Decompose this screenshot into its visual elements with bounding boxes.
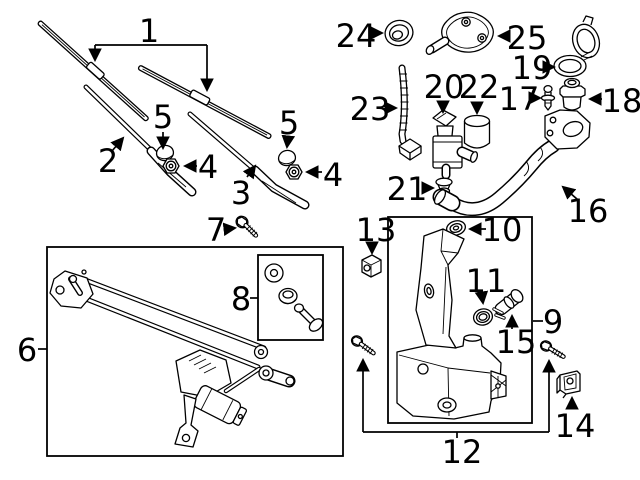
callout-4-right: 4 xyxy=(323,156,343,194)
callout-9: 9 xyxy=(543,303,563,341)
callout-19: 19 xyxy=(512,49,553,87)
part-7-bolt xyxy=(235,215,259,238)
callout-21: 21 xyxy=(387,170,428,208)
callout-13: 13 xyxy=(356,211,397,249)
callout-4-left: 4 xyxy=(198,148,218,186)
part-25-washer-nozzle xyxy=(425,11,494,55)
part-5-cap-right xyxy=(277,149,297,167)
part-1-wiper-blade-upper xyxy=(37,20,149,122)
callout-2: 2 xyxy=(98,142,118,180)
part-12-reservoir xyxy=(396,228,507,420)
part-11-grommet xyxy=(472,308,494,326)
part-4-nut-left xyxy=(162,158,180,174)
callout-14: 14 xyxy=(555,407,596,445)
part-6-linkage-assembly xyxy=(49,269,296,448)
part-13-nut xyxy=(361,254,382,278)
callout-18: 18 xyxy=(602,82,640,120)
callout-11: 11 xyxy=(466,262,507,300)
callout-22: 22 xyxy=(459,68,500,106)
callout-5-left: 5 xyxy=(153,98,173,136)
callout-7: 7 xyxy=(206,211,226,249)
part-17-pin xyxy=(540,84,556,111)
part-1-wiper-blade-lower xyxy=(137,65,272,140)
callout-3: 3 xyxy=(231,174,251,212)
callout-12: 12 xyxy=(442,433,483,471)
callout-8: 8 xyxy=(231,280,251,318)
leader-lines xyxy=(38,26,602,438)
callout-15: 15 xyxy=(496,323,537,361)
part-18-cap xyxy=(559,77,586,111)
callout-6: 6 xyxy=(17,331,37,369)
callout-24: 24 xyxy=(336,17,377,55)
callout-5-right: 5 xyxy=(279,104,299,142)
part-16-filler-hose xyxy=(432,109,591,217)
part-3-wiper-arm xyxy=(187,111,310,210)
part-19-filler-cap xyxy=(553,15,601,78)
part-4-nut-right xyxy=(285,164,303,180)
callout-25: 25 xyxy=(507,19,548,57)
callout-10: 10 xyxy=(482,211,523,249)
callout-17: 17 xyxy=(499,80,540,118)
part-15-level-sensor xyxy=(492,289,524,320)
part-8-hardware-kit xyxy=(264,263,324,332)
part-6-box xyxy=(46,246,344,457)
callout-20: 20 xyxy=(424,68,465,106)
callout-16: 16 xyxy=(568,192,609,230)
part-9-reservoir-box xyxy=(387,216,533,424)
callout-1: 1 xyxy=(139,12,159,50)
part-bolt-left xyxy=(350,335,376,356)
part-23-hose-strip xyxy=(398,64,422,161)
part-24-grommet xyxy=(384,19,414,47)
part-22-filter xyxy=(463,114,491,149)
part-10-grommet xyxy=(445,220,467,236)
part-14-clip xyxy=(556,370,581,399)
callout-23: 23 xyxy=(350,90,391,128)
part-bolt-right xyxy=(539,340,566,359)
